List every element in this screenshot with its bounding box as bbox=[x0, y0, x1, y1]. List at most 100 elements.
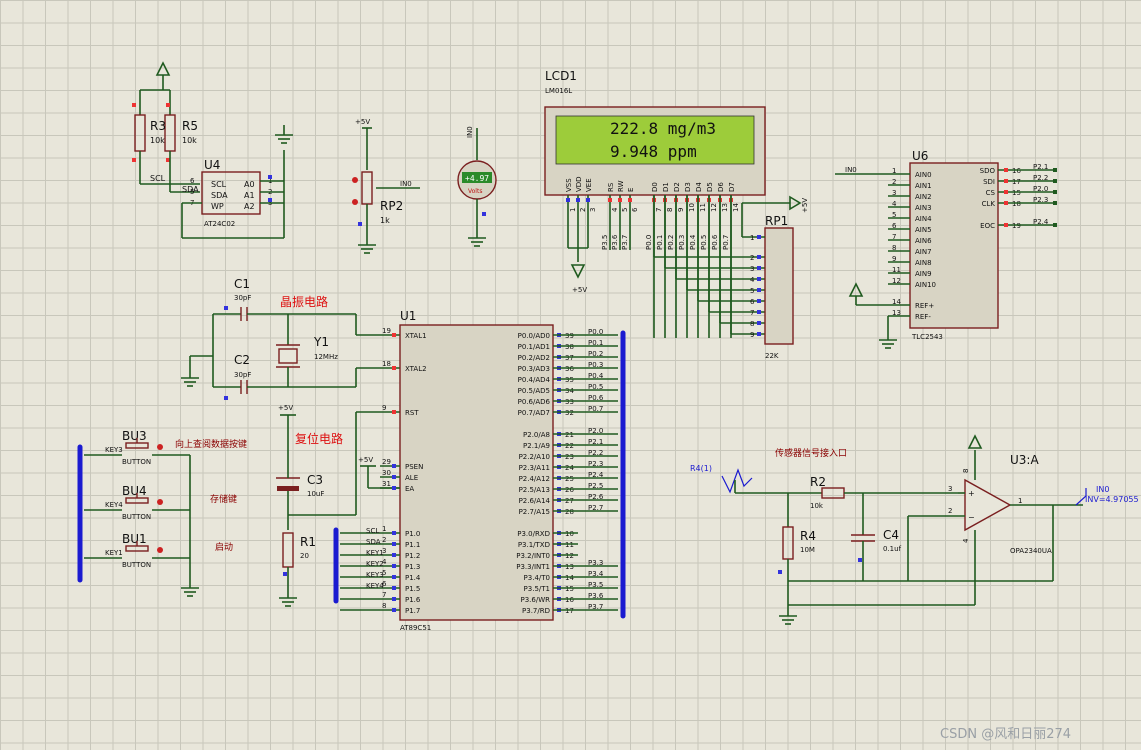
u1-right-pin-label: P3.5/T1 bbox=[524, 585, 550, 593]
button-note: 向上查阅数据按键 bbox=[175, 438, 247, 450]
u1-left-pin-number: 29 bbox=[382, 458, 391, 466]
u1-mcu[interactable] bbox=[399, 324, 554, 621]
rp1-resistor-pack[interactable] bbox=[764, 227, 794, 345]
u1-right-pin-number: 37 bbox=[565, 354, 574, 362]
r3-resistor[interactable] bbox=[134, 114, 146, 152]
lcd-pin-number: 2 bbox=[579, 208, 587, 212]
svg-text:A1: A1 bbox=[244, 191, 255, 200]
svg-text:R4: R4 bbox=[800, 529, 816, 543]
u1-right-net: P3.5 bbox=[588, 581, 603, 589]
u6-right-net: P2.1 bbox=[1033, 163, 1048, 171]
lcd-ref: LCD1 bbox=[545, 69, 577, 83]
lcd-net-label: P3.7 bbox=[621, 235, 629, 250]
u1-left-pin-label: XTAL2 bbox=[405, 365, 427, 373]
r2-resistor[interactable] bbox=[821, 487, 845, 499]
lcd-net-label: P0.7 bbox=[722, 235, 730, 250]
svg-text:C3: C3 bbox=[307, 473, 323, 487]
svg-text:A2: A2 bbox=[244, 202, 255, 211]
u1-right-pin-label: P2.7/A15 bbox=[519, 508, 550, 516]
u1-right-pin-number: 15 bbox=[565, 585, 574, 593]
sensor-block: 传感器信号接入口 R4(1) R2 10k R4 10M C4 0.1uf + … bbox=[690, 434, 1139, 625]
lcd-pin-label: D6 bbox=[717, 182, 725, 192]
rp1-value: 22K bbox=[765, 352, 779, 360]
power-terminal-icon bbox=[789, 195, 802, 211]
lcd-pin-label: VSS bbox=[565, 178, 573, 192]
u1-right-net: P2.3 bbox=[588, 460, 603, 468]
r1-resistor[interactable] bbox=[282, 532, 294, 568]
u6-right-pin-number: 18 bbox=[1012, 200, 1021, 208]
u1-right-pin-label: P3.4/T0 bbox=[524, 574, 550, 582]
u1-right-pin-number: 13 bbox=[565, 563, 574, 571]
u6-adc[interactable] bbox=[909, 162, 999, 329]
svg-text:−: − bbox=[968, 513, 975, 522]
u1-right-pin-label: P2.2/A10 bbox=[519, 453, 550, 461]
svg-text:8: 8 bbox=[962, 469, 970, 473]
svg-text:SDA: SDA bbox=[182, 185, 199, 194]
lcd-pin-number: 3 bbox=[589, 208, 597, 212]
u4-eeprom[interactable] bbox=[201, 171, 261, 215]
u3-opamp[interactable] bbox=[964, 478, 1012, 532]
u1-p1-net: KEY2 bbox=[366, 560, 384, 568]
lcd-block: LCD1 LM016L 222.8 mg/m3 9.948 ppm bbox=[544, 69, 766, 196]
u1-p1-net: KEY4 bbox=[366, 582, 384, 590]
lcd-pin-label: RW bbox=[617, 180, 625, 192]
voltmeter-reading: +4.97 bbox=[465, 174, 489, 183]
lcd-screen bbox=[555, 115, 755, 165]
rp1-pin-number: 4 bbox=[750, 276, 755, 284]
svg-text:IN0: IN0 bbox=[1096, 485, 1109, 494]
rp1-pin-number: 3 bbox=[750, 265, 754, 273]
svg-text:2: 2 bbox=[948, 507, 952, 515]
button-key-net: KEY3 bbox=[105, 446, 123, 454]
u1-right-pin-number: 36 bbox=[565, 365, 574, 373]
svg-text:WP: WP bbox=[211, 202, 224, 211]
lcd-model: LM016L bbox=[545, 87, 572, 95]
svg-text:C4: C4 bbox=[883, 528, 899, 542]
u1-left-pin-label: EA bbox=[405, 485, 414, 493]
lcd-pin-label: D5 bbox=[706, 182, 714, 192]
lcd-pin-number: 6 bbox=[631, 207, 639, 212]
lcd-net-label: P0.1 bbox=[656, 235, 664, 250]
push-button[interactable] bbox=[125, 497, 149, 504]
u1-p1-net: SDA bbox=[366, 538, 381, 546]
u6-left-pin-label: AIN9 bbox=[915, 270, 932, 278]
u6-right-pin-label: SDI bbox=[983, 178, 995, 186]
eeprom-block: R3 10k R5 10k SCL SDA U4 AT24C02 SCL SDA… bbox=[132, 61, 293, 239]
u6-left-pin-number: 11 bbox=[892, 266, 901, 274]
u1-right-pin-number: 22 bbox=[565, 442, 574, 450]
u6-left-pin-number: 2 bbox=[892, 178, 896, 186]
lcd-pin-number: 13 bbox=[721, 203, 729, 212]
rp2-potentiometer[interactable] bbox=[361, 171, 373, 205]
u1-right-net: P0.5 bbox=[588, 383, 603, 391]
u1-right-pin-label: P3.7/RD bbox=[522, 607, 550, 615]
y1-crystal[interactable] bbox=[278, 348, 298, 364]
r4-resistor[interactable] bbox=[782, 526, 794, 560]
probe-value: INV=4.97055 bbox=[1085, 495, 1139, 504]
u4-ref: U4 bbox=[204, 158, 220, 172]
u1-right-pin-number: 28 bbox=[565, 508, 574, 516]
u6-left-pin-number: 8 bbox=[892, 244, 896, 252]
u1-right-net: P0.3 bbox=[588, 361, 603, 369]
u6-right-net: P2.0 bbox=[1033, 185, 1048, 193]
u6-left-pin-label: AIN0 bbox=[915, 171, 932, 179]
voltmeter[interactable]: IN0 +4.97 Volts bbox=[457, 126, 497, 247]
u1-right-pin-label: P0.4/AD4 bbox=[518, 376, 551, 384]
u6-right-pin-label: SDO bbox=[980, 167, 996, 175]
u1-right-pin-label: P2.3/A11 bbox=[519, 464, 550, 472]
u1-left-pin-number: 2 bbox=[382, 536, 386, 544]
u6-left-pin-label: AIN7 bbox=[915, 248, 932, 256]
u1-left-pin-number: 7 bbox=[382, 591, 386, 599]
u6-right-pin-label: EOC bbox=[980, 222, 995, 230]
svg-text:IN0: IN0 bbox=[466, 126, 474, 138]
u1-left-pin-label: P1.0 bbox=[405, 530, 420, 538]
u1-right-pin-label: P3.3/INT1 bbox=[516, 563, 550, 571]
svg-text:R2: R2 bbox=[810, 475, 826, 489]
r5-resistor[interactable] bbox=[164, 114, 176, 152]
rp1-pin-number: 8 bbox=[750, 320, 754, 328]
button-ref: BU4 bbox=[122, 484, 147, 498]
lcd-pin-number: 11 bbox=[699, 203, 707, 212]
svg-text:12MHz: 12MHz bbox=[314, 353, 338, 361]
u1-right-pin-label: P0.1/AD1 bbox=[518, 343, 550, 351]
push-button[interactable] bbox=[125, 442, 149, 449]
push-button[interactable] bbox=[125, 545, 149, 552]
